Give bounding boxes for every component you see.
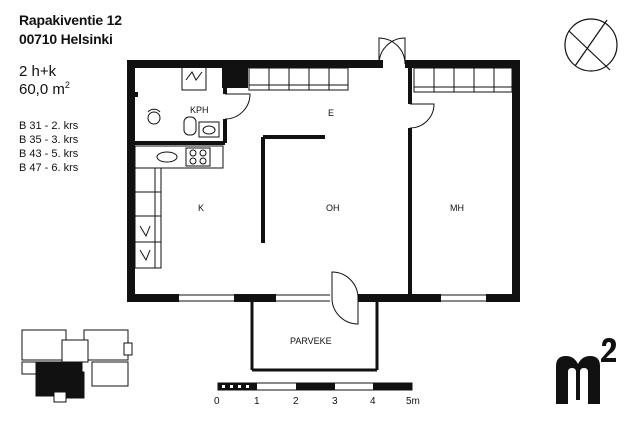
room-label-bathroom: KPH [190,105,209,115]
floor-item: B 35 - 3. krs [19,134,79,146]
floor-item: B 47 - 6. krs [19,162,79,174]
windows [130,125,490,302]
compass-icon [564,18,618,72]
bathroom-fixtures [147,65,220,138]
scale-label: 2 [293,396,299,407]
scale-label: 4 [370,396,376,407]
room-label-kitchen: K [198,203,204,213]
room-label-hall: E [328,108,334,118]
scale-label: 1 [254,396,260,407]
area-unit-superscript: 2 [64,80,70,90]
scale-label: 0 [214,396,220,407]
address-postal-city: 00710 Helsinki [19,31,113,47]
kitchen-counters [134,145,224,269]
doors [224,37,435,325]
room-label-living: OH [326,203,340,213]
scale-label: 5m [406,396,420,407]
room-label-balcony: PARVEKE [290,336,332,346]
apartment-type: 2 h+k [19,63,57,80]
address-street: Rapakiventie 12 [19,12,122,28]
hall-wardrobes [248,67,349,91]
building-key-plan [21,329,133,403]
apartment-area: 60,0 m2 [19,80,70,99]
scale-label: 3 [332,396,338,407]
interior-walls [131,64,412,296]
scale-bar: 0 1 2 3 4 5m [214,382,420,407]
floor-item: B 31 - 2. krs [19,120,79,132]
area-value: 60,0 m [19,81,65,98]
m2-logo-icon [556,338,616,404]
bedroom-wardrobes [413,67,513,93]
outer-walls [127,60,520,302]
floor-item: B 43 - 5. krs [19,148,79,160]
room-label-bedroom: MH [450,203,464,213]
balcony [250,300,379,372]
